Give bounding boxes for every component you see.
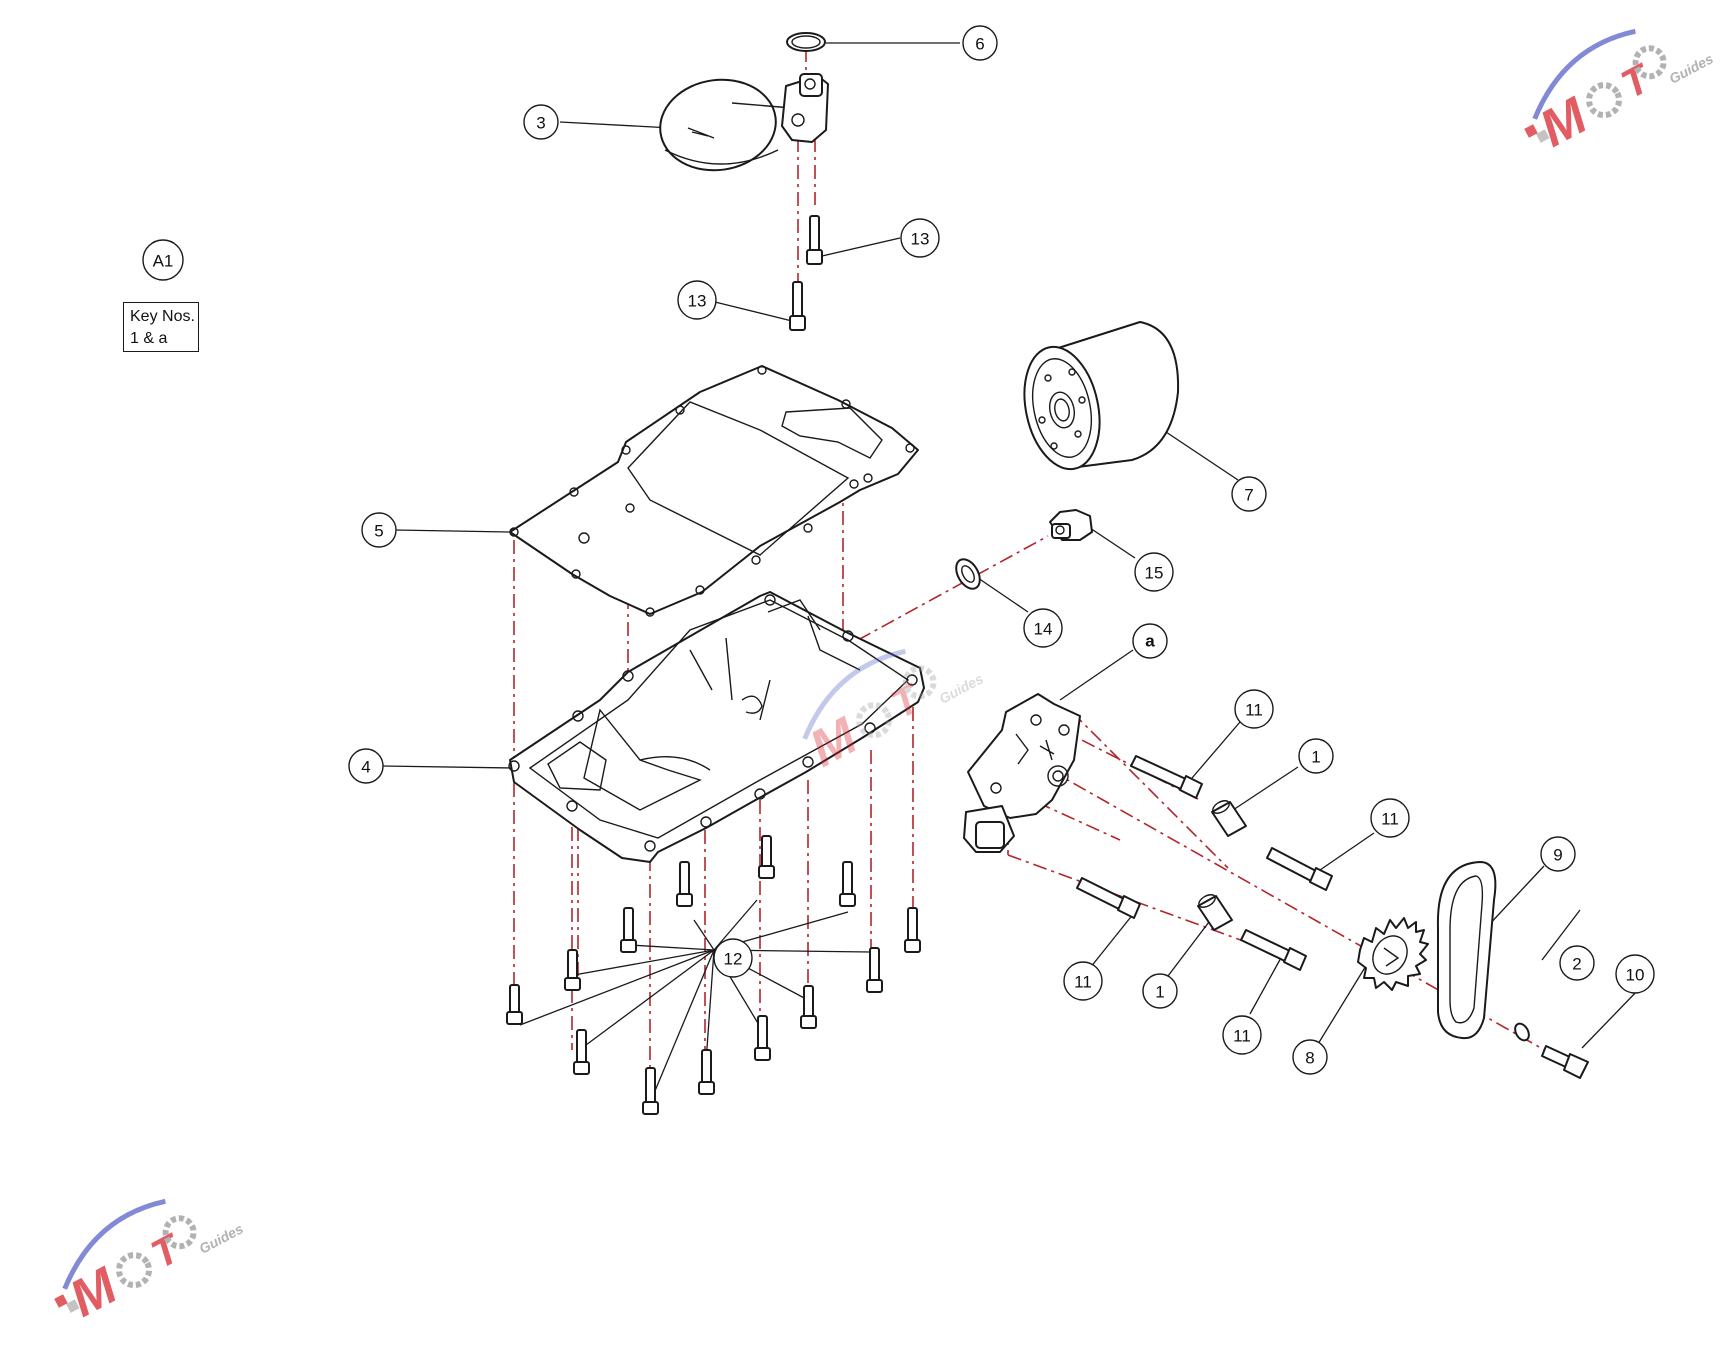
callout-3: 3 [523,104,559,140]
o-ring-part [786,32,826,52]
key-numbers-note: Key Nos. 1 & a [123,302,199,352]
svg-text:11: 11 [1074,973,1092,992]
callout-12: 12 [713,938,753,978]
callout-1-a: 1 [1298,738,1334,774]
svg-text:7: 7 [1244,486,1253,505]
callout-11-a: 11 [1234,689,1274,729]
watermark-logo-bottom-left: M T Guides [54,1198,246,1329]
svg-text:5: 5 [374,522,383,541]
callout-10: 10 [1615,954,1655,994]
svg-text:a: a [1145,632,1155,651]
svg-text:2: 2 [1572,955,1581,974]
section-label: A1 [142,239,184,281]
callout-4: 4 [348,748,384,784]
svg-text:4: 4 [361,758,370,777]
callout-2: 2 [1559,945,1595,981]
svg-text:12: 12 [724,950,743,969]
pump-bolt-4 [1240,929,1307,971]
svg-text:3: 3 [536,114,545,133]
sump-gasket-part [509,365,919,617]
callout-15: 15 [1134,552,1174,592]
callout-5: 5 [361,512,397,548]
svg-text:14: 14 [1034,620,1053,639]
svg-text:Guides: Guides [1666,50,1716,87]
svg-text:1: 1 [1311,748,1320,767]
svg-text:13: 13 [911,230,930,249]
svg-text:13: 13 [688,292,707,311]
strainer-bolt-long [806,215,823,265]
sprocket-bolt-part [1541,1045,1589,1079]
callout-11-b: 11 [1370,798,1410,838]
svg-text:6: 6 [975,35,984,54]
dowel-pin-upper [1211,800,1247,837]
pump-bolt-2 [1266,847,1333,891]
oil-sump-part [508,591,925,863]
callout-7: 7 [1231,476,1267,512]
callout-11-c: 11 [1063,961,1103,1001]
sealing-washer-part [955,558,981,590]
svg-text:15: 15 [1145,564,1164,583]
oil-filter-part [1023,321,1180,471]
callout-9: 9 [1540,836,1576,872]
callout-8: 8 [1292,1039,1328,1075]
svg-text:A1: A1 [153,252,174,271]
pump-bolt-1 [1130,755,1203,799]
callout-13-upper: 13 [900,218,940,258]
oil-strainer-part [659,73,829,172]
oil-pump-assembly-part [963,693,1081,853]
callout-a: a [1132,623,1168,659]
svg-text:Guides: Guides [196,1220,246,1257]
svg-text:8: 8 [1305,1049,1314,1068]
sump-bolts [506,835,921,1115]
sprocket-washer-part [1514,1022,1530,1042]
drive-chain-part [1436,861,1497,1040]
key-note-line-2: 1 & a [130,330,168,347]
svg-text:Guides: Guides [936,670,986,707]
callout-13-lower: 13 [677,280,717,320]
drain-plug-part [1049,509,1093,541]
svg-text:11: 11 [1381,810,1399,829]
callout-1-b: 1 [1142,973,1178,1009]
svg-text:1: 1 [1155,983,1164,1002]
strainer-bolt-short [789,281,806,331]
dowel-pin-lower [1197,894,1233,931]
callout-14: 14 [1023,608,1063,648]
callout-6: 6 [962,25,998,61]
leader-lines [381,42,1641,1099]
svg-text:11: 11 [1245,701,1263,720]
callout-11-d: 11 [1222,1015,1262,1055]
key-note-line-1: Key Nos. [130,308,195,325]
pump-bolt-3 [1076,877,1141,919]
svg-text:11: 11 [1233,1027,1251,1046]
watermark-logo-top-right: M T Guides [1524,28,1716,159]
svg-text:10: 10 [1626,966,1645,985]
svg-text:9: 9 [1553,846,1562,865]
pump-sprocket-part [1357,917,1429,991]
